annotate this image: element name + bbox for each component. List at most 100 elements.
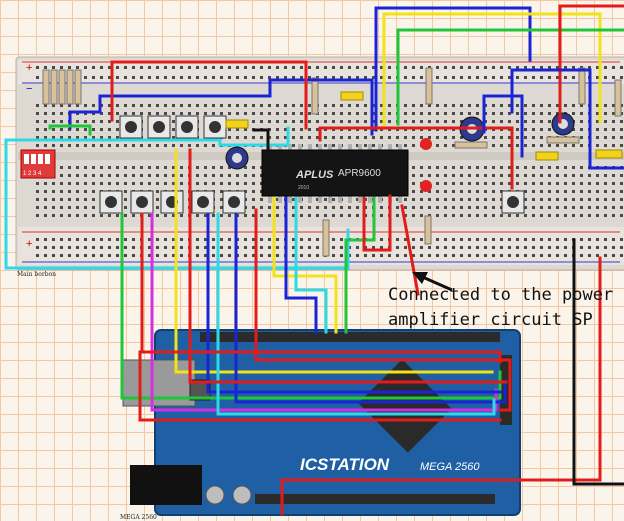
breadboard-hole <box>452 198 455 201</box>
breadboard-hole <box>228 174 231 177</box>
chip-pin <box>298 196 302 203</box>
breadboard-hole <box>244 166 247 169</box>
breadboard-hole <box>148 144 151 147</box>
breadboard-hole <box>500 144 503 147</box>
chip-pin <box>358 144 362 151</box>
breadboard-hole <box>620 206 623 209</box>
breadboard-hole <box>572 76 575 79</box>
breadboard-hole <box>476 104 479 107</box>
breadboard-hole <box>132 254 135 257</box>
breadboard-hole <box>228 76 231 79</box>
breadboard-hole <box>604 254 607 257</box>
breadboard-hole <box>236 128 239 131</box>
breadboard-hole <box>292 238 295 241</box>
breadboard-hole <box>468 190 471 193</box>
breadboard-hole <box>404 214 407 217</box>
breadboard-hole <box>108 254 111 257</box>
breadboard-hole <box>180 246 183 249</box>
breadboard-hole <box>124 206 127 209</box>
chip-pin <box>388 144 392 151</box>
breadboard-hole <box>44 190 47 193</box>
breadboard-hole <box>396 246 399 249</box>
breadboard-hole <box>364 144 367 147</box>
breadboard-hole <box>220 76 223 79</box>
breadboard-hole <box>172 104 175 107</box>
breadboard-hole <box>396 206 399 209</box>
breadboard-hole <box>260 66 263 69</box>
breadboard-hole <box>508 66 511 69</box>
breadboard-hole <box>308 136 311 139</box>
chip-pin <box>398 196 402 203</box>
breadboard-hole <box>564 76 567 79</box>
breadboard-hole <box>108 182 111 185</box>
breadboard-hole <box>188 104 191 107</box>
breadboard-hole <box>268 104 271 107</box>
breadboard-hole <box>436 136 439 139</box>
breadboard-hole <box>52 214 55 217</box>
breadboard-hole <box>252 198 255 201</box>
breadboard-hole <box>204 254 207 257</box>
arduino-header-bottom <box>255 494 495 504</box>
breadboard-hole <box>420 206 423 209</box>
wire-green-chip <box>344 196 376 334</box>
breadboard-hole <box>108 238 111 241</box>
breadboard-hole <box>76 206 79 209</box>
breadboard-hole <box>180 254 183 257</box>
breadboard-hole <box>212 66 215 69</box>
chip-pins <box>268 144 402 203</box>
breadboard-hole <box>548 144 551 147</box>
breadboard-hole <box>60 214 63 217</box>
breadboard-hole <box>548 214 551 217</box>
breadboard-hole <box>108 112 111 115</box>
breadboard-hole <box>108 174 111 177</box>
breadboard-hole <box>36 112 39 115</box>
breadboard-hole <box>524 190 527 193</box>
breadboard-hole <box>396 254 399 257</box>
breadboard-hole <box>468 198 471 201</box>
breadboard-hole <box>108 166 111 169</box>
breadboard-hole <box>596 174 599 177</box>
wire-cyan-chip <box>294 196 328 334</box>
breadboard-hole <box>52 238 55 241</box>
breadboard-hole <box>60 144 63 147</box>
breadboard-hole <box>92 76 95 79</box>
breadboard-hole <box>436 104 439 107</box>
breadboard-hole <box>428 112 431 115</box>
breadboard-hole <box>492 144 495 147</box>
breadboard-hole <box>124 166 127 169</box>
breadboard-hole <box>220 166 223 169</box>
breadboard-hole <box>100 66 103 69</box>
breadboard-hole <box>260 254 263 257</box>
breadboard-hole <box>156 198 159 201</box>
breadboard-hole <box>420 190 423 193</box>
breadboard-hole <box>260 112 263 115</box>
breadboard-hole <box>212 254 215 257</box>
breadboard-hole <box>292 120 295 123</box>
breadboard-hole <box>92 190 95 193</box>
breadboard-hole <box>380 112 383 115</box>
breadboard-hole <box>412 66 415 69</box>
breadboard-hole <box>84 246 87 249</box>
breadboard-hole <box>412 182 415 185</box>
breadboard-hole <box>620 182 623 185</box>
breadboard-hole <box>620 198 623 201</box>
breadboard-hole <box>452 214 455 217</box>
breadboard-hole <box>188 112 191 115</box>
breadboard-hole <box>596 128 599 131</box>
breadboard-hole <box>468 166 471 169</box>
breadboard-hole <box>164 254 167 257</box>
breadboard-hole <box>388 66 391 69</box>
breadboard-hole <box>76 120 79 123</box>
breadboard-hole <box>604 120 607 123</box>
breadboard-hole <box>68 66 71 69</box>
breadboard-hole <box>548 206 551 209</box>
breadboard-hole <box>260 238 263 241</box>
breadboard-hole <box>540 206 543 209</box>
arduino-header-top <box>200 332 500 342</box>
chip-pin <box>268 144 272 151</box>
breadboard-hole <box>548 104 551 107</box>
breadboard-hole <box>244 136 247 139</box>
breadboard-hole <box>156 104 159 107</box>
breadboard-hole <box>596 112 599 115</box>
breadboard-hole <box>436 246 439 249</box>
